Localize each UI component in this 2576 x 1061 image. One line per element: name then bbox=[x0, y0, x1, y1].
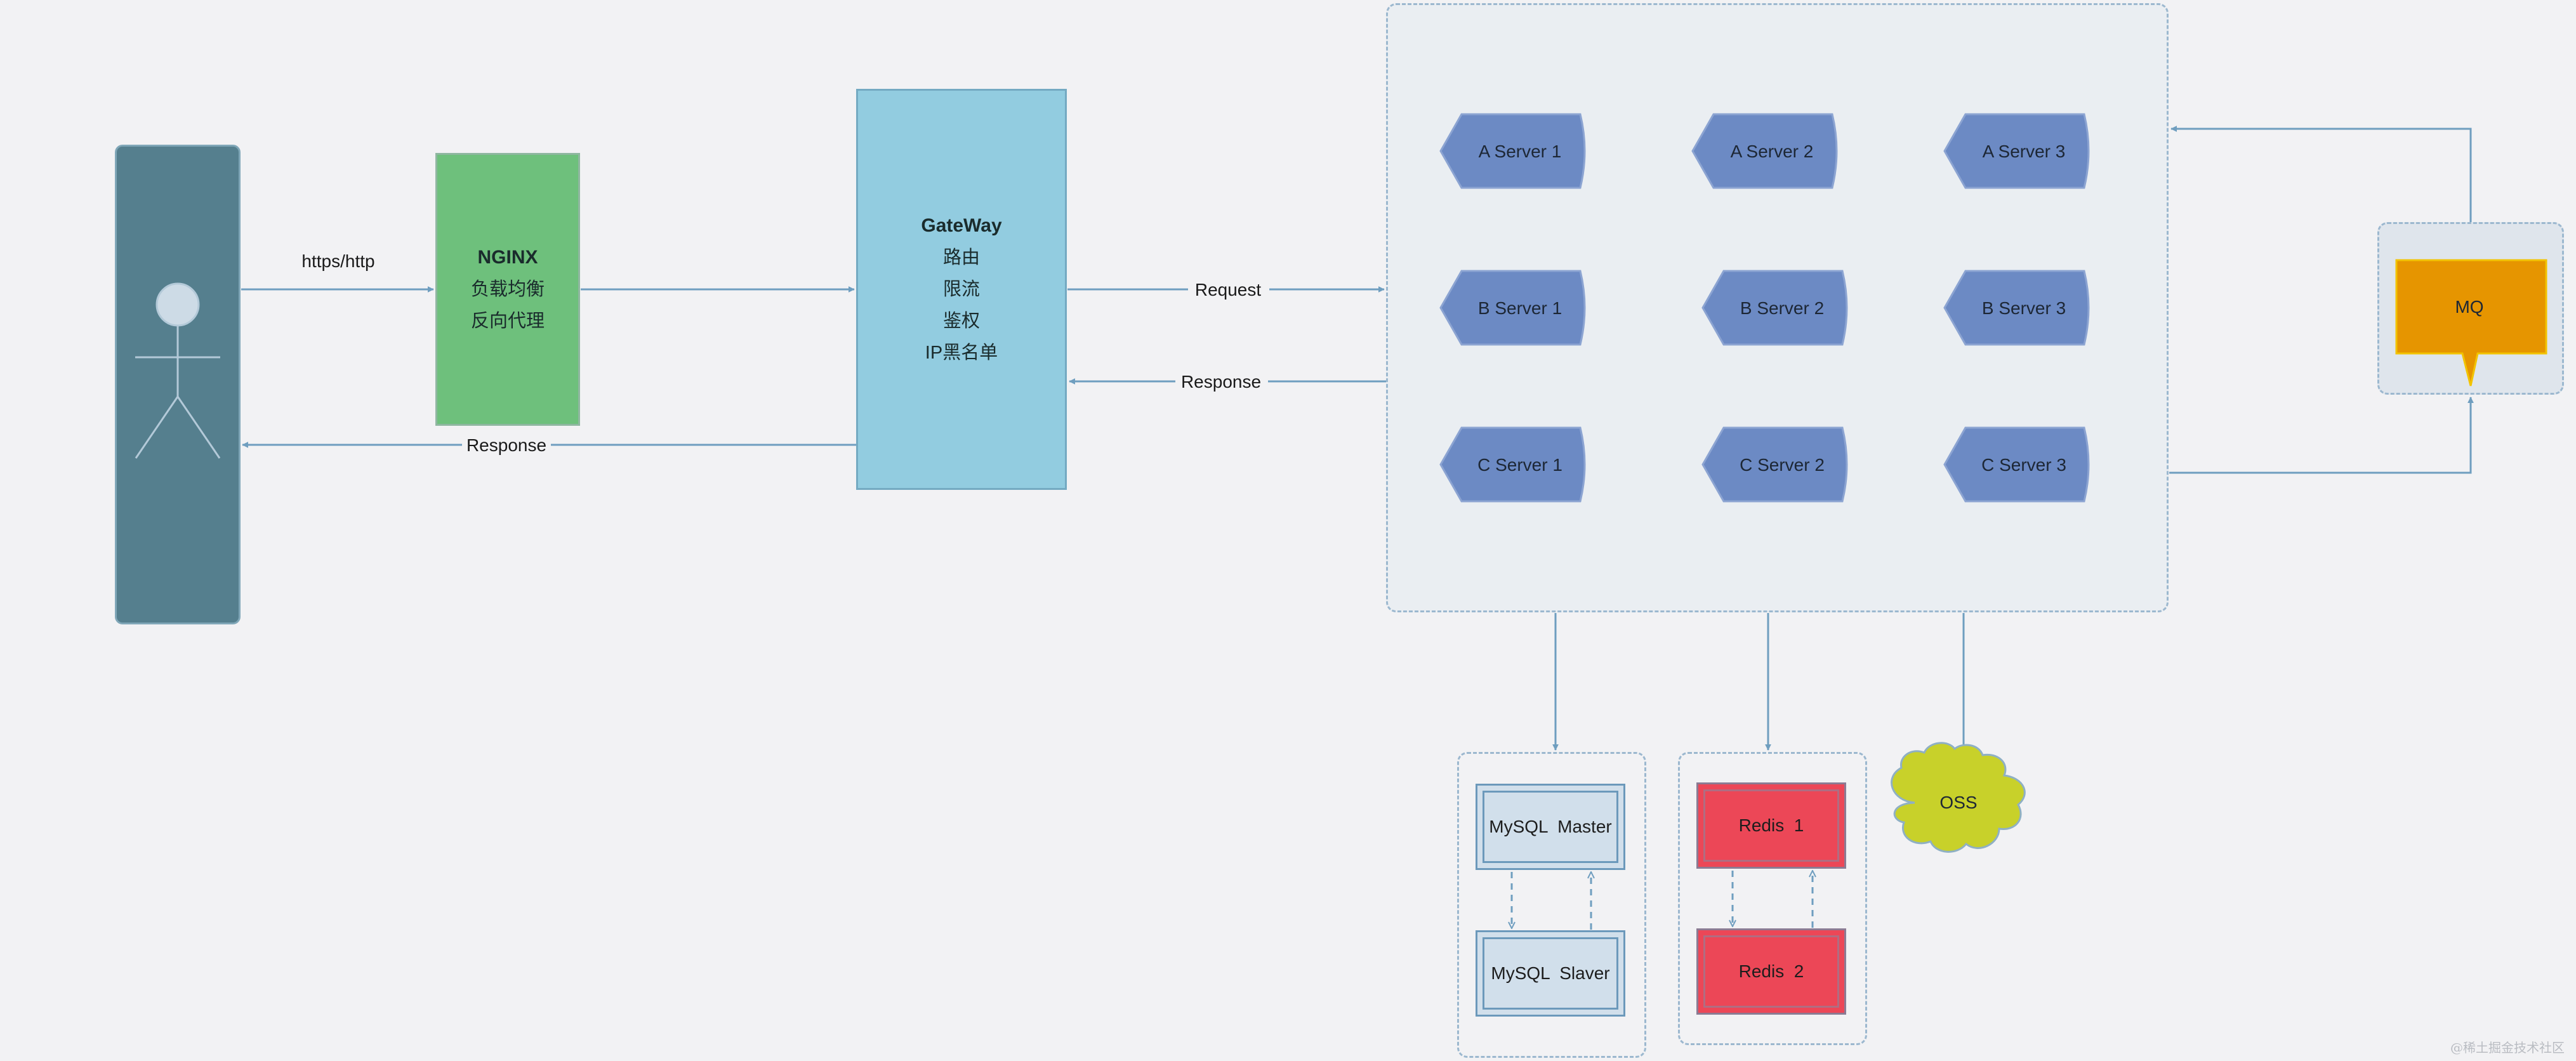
server-label: C Server 1 bbox=[1477, 455, 1562, 475]
server-node: C Server 2 bbox=[1701, 426, 1848, 503]
edge-label-response-cluster-text: Response bbox=[1181, 372, 1261, 392]
redis-2-node: Redis 2 bbox=[1696, 928, 1846, 1015]
nginx-line-load-balance: 负载均衡 bbox=[470, 279, 545, 300]
redis-1-label: Redis 1 bbox=[1703, 789, 1839, 862]
server-node: C Server 1 bbox=[1439, 426, 1586, 503]
edge-mq-to-cluster bbox=[2170, 126, 2472, 222]
oss-cloud-icon: OSS bbox=[1891, 742, 2026, 853]
redis-1-node: Redis 1 bbox=[1696, 782, 1846, 869]
edge-label-https-text: https/http bbox=[301, 251, 374, 271]
mysql-master-label: MySQL Master bbox=[1483, 791, 1618, 863]
server-label: A Server 3 bbox=[1983, 142, 2066, 161]
server-label: B Server 1 bbox=[1478, 298, 1562, 318]
server-node: B Server 3 bbox=[1943, 270, 2090, 346]
gateway-node: GateWay 路由 限流 鉴权 IP黑名单 bbox=[856, 89, 1067, 490]
server-node: B Server 2 bbox=[1701, 270, 1848, 346]
user-icon bbox=[135, 282, 221, 459]
mysql-group bbox=[1457, 752, 1646, 1058]
mysql-slave-label: MySQL Slaver bbox=[1483, 937, 1618, 1010]
gateway-line-routing: 路由 bbox=[942, 247, 980, 268]
mysql-slave-node: MySQL Slaver bbox=[1476, 930, 1625, 1017]
server-label: B Server 2 bbox=[1740, 298, 1824, 318]
oss-label: OSS bbox=[1939, 793, 1977, 812]
edge-label-response-client: Response bbox=[462, 433, 551, 456]
edge-label-https: https/http bbox=[301, 251, 374, 271]
nginx-line-reverse-proxy: 反向代理 bbox=[470, 311, 545, 331]
server-node: A Server 1 bbox=[1439, 113, 1586, 189]
gateway-line-rate-limit: 限流 bbox=[942, 279, 980, 300]
replication-edges bbox=[1512, 871, 1813, 930]
server-label: A Server 2 bbox=[1731, 142, 1814, 161]
server-node: C Server 3 bbox=[1943, 426, 2090, 503]
mysql-master-node: MySQL Master bbox=[1476, 784, 1625, 870]
server-node: A Server 3 bbox=[1943, 113, 2090, 189]
redis-group bbox=[1678, 752, 1867, 1045]
server-node: B Server 1 bbox=[1439, 270, 1586, 346]
server-label: A Server 1 bbox=[1479, 142, 1562, 161]
watermark: @稀土掘金技术社区 bbox=[2450, 1040, 2565, 1055]
server-node: A Server 2 bbox=[1691, 113, 1838, 189]
server-label: B Server 3 bbox=[1982, 298, 2066, 318]
edge-cluster-to-mq bbox=[2169, 397, 2474, 474]
server-label: C Server 2 bbox=[1740, 455, 1825, 475]
mq-label: MQ bbox=[2455, 297, 2483, 317]
nginx-node: NGINX 负载均衡 反向代理 bbox=[435, 153, 580, 426]
redis-2-label: Redis 2 bbox=[1703, 935, 1839, 1008]
edge-label-request-text: Request bbox=[1195, 280, 1262, 300]
nginx-title: NGINX bbox=[477, 247, 538, 268]
edge-label-response-client-text: Response bbox=[466, 435, 546, 455]
gateway-line-auth: 鉴权 bbox=[942, 311, 980, 331]
mq-node: MQ bbox=[2395, 259, 2547, 386]
server-label: C Server 3 bbox=[1981, 455, 2066, 475]
edges bbox=[241, 126, 2474, 753]
servers: A Server 1 A Server 2 A Server 3 B Serve… bbox=[1439, 113, 2090, 503]
edge-label-response-cluster: Response bbox=[1175, 370, 1268, 393]
edge-label-request: Request bbox=[1188, 278, 1269, 301]
gateway-title: GateWay bbox=[921, 215, 1002, 236]
gateway-line-ip-blacklist: IP黑名单 bbox=[925, 343, 998, 363]
